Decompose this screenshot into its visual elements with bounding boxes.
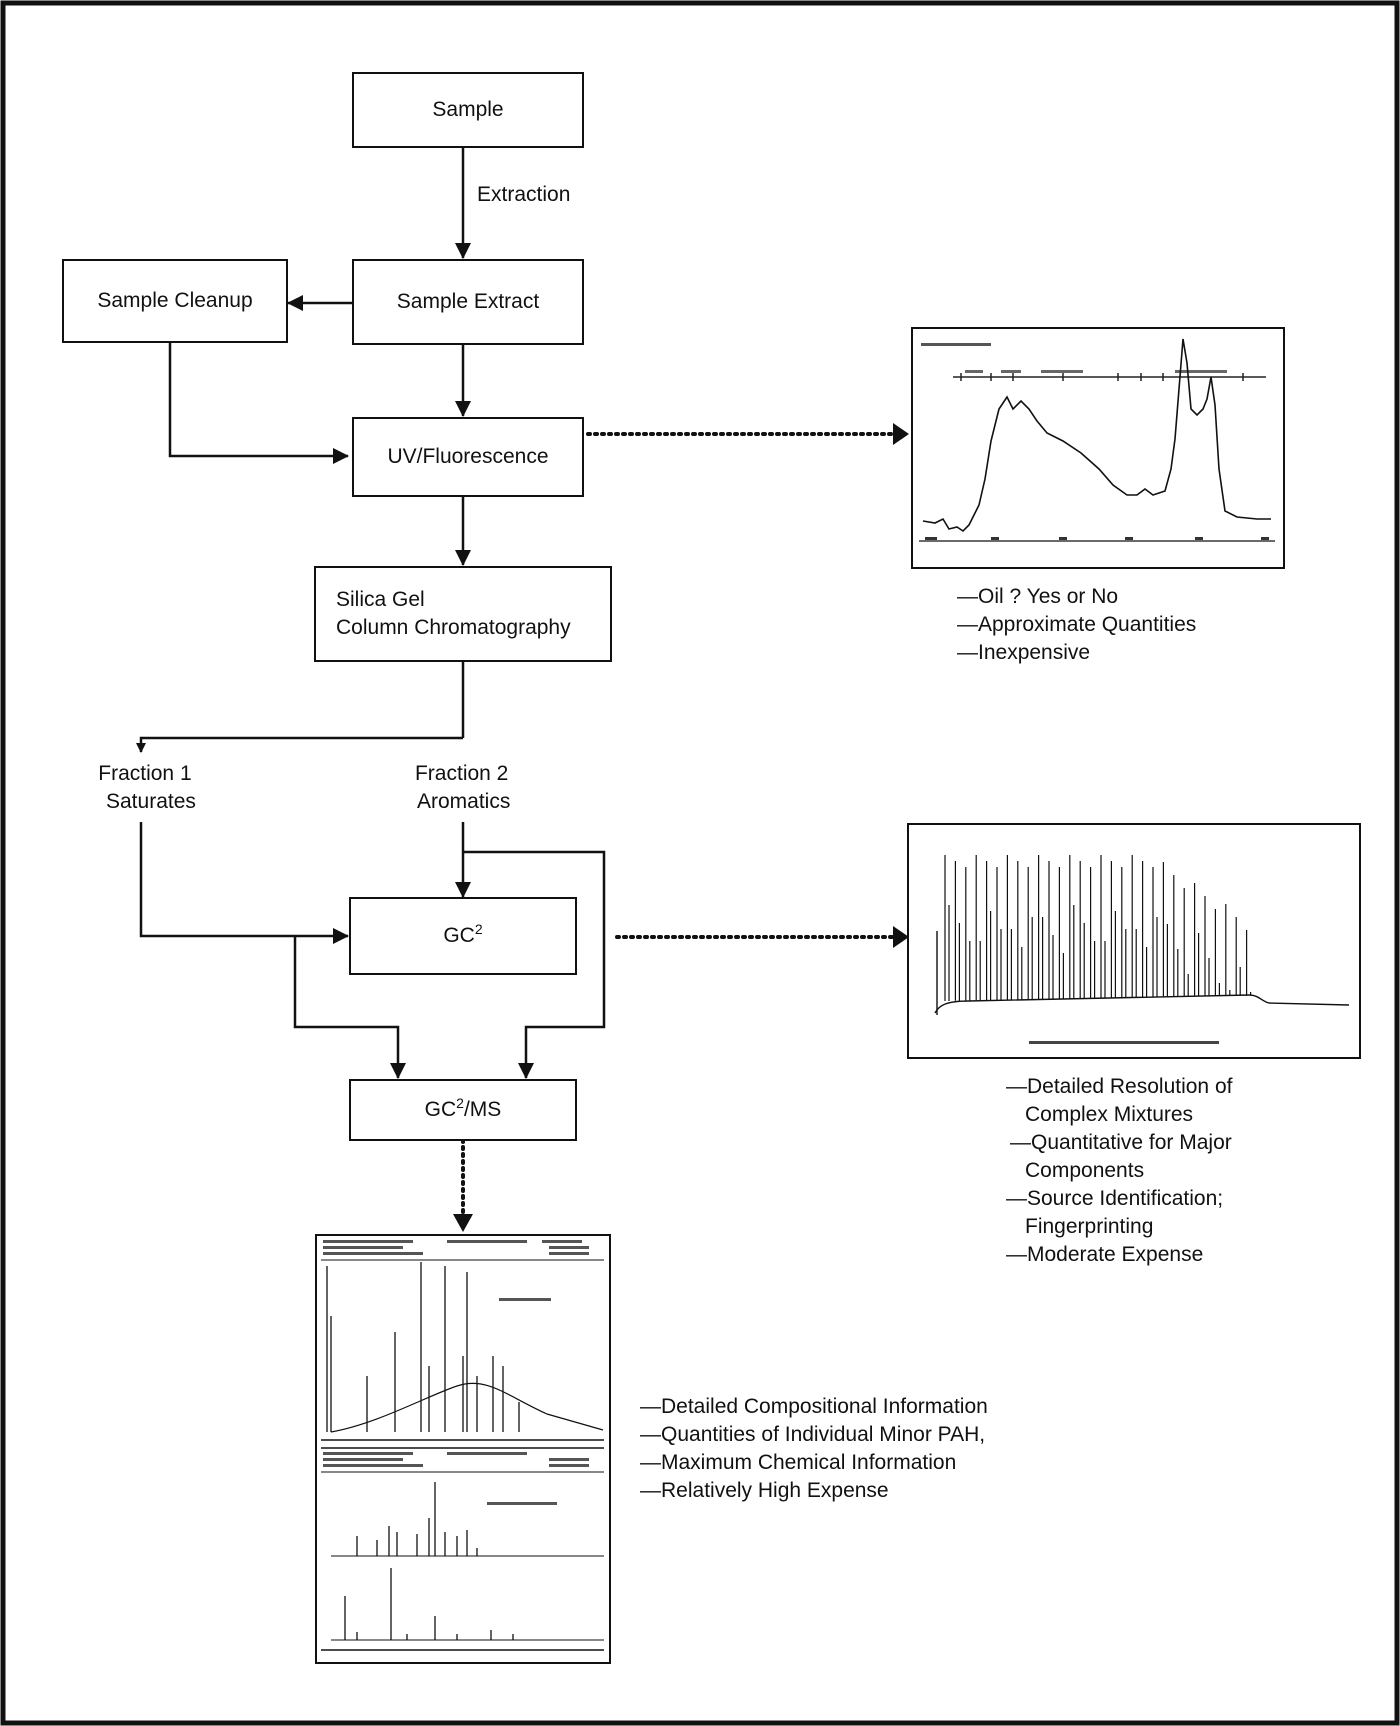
uv-spectrum-image (911, 327, 1285, 569)
column-chromatography-label: Column Chromatography (336, 616, 571, 639)
uv-spectrum-curve (922, 338, 1271, 533)
gc2-note-5: —Source Identification; (1006, 1187, 1224, 1210)
sample-extract-label: Sample Extract (396, 289, 540, 313)
gc2-chromatogram-plot (934, 855, 1350, 1044)
uv-spectrum-plot (919, 338, 1275, 542)
uv-note-3: —Inexpensive (957, 641, 1091, 664)
fraction2-title: Fraction 2 (414, 762, 509, 785)
sample-cleanup-label: Sample Cleanup (97, 288, 253, 312)
gcms-top-peaks (326, 1262, 520, 1432)
sample-cleanup-box: Sample Cleanup (62, 259, 288, 343)
gcms-base: GC (424, 1097, 457, 1121)
gc2-sup: 2 (474, 920, 483, 937)
gc2-base: GC (443, 923, 475, 947)
gcms-note-2: —Quantities of Individual Minor PAH, (640, 1423, 986, 1446)
gcms-sup: 2 (456, 1094, 464, 1111)
gcms-note-3: —Maximum Chemical Information (640, 1451, 957, 1474)
gcms-suffix: /MS (463, 1097, 502, 1121)
uv-notes: —Oil ? Yes or No —Approximate Quantities… (957, 583, 1196, 667)
fraction2-label: Fraction 2 Aromatics (413, 760, 510, 817)
silica-gel-label: Silica Gel (336, 587, 425, 611)
dotted-uv-arrowhead (893, 423, 909, 445)
gc2-note-1: —Detailed Resolution of (1006, 1075, 1233, 1098)
silica-gel-box: Silica Gel Column Chromatography (314, 566, 612, 662)
gc2-chromatogram-image (907, 823, 1361, 1059)
sample-extract-box: Sample Extract (352, 259, 584, 345)
gcms-bottom-peaks (344, 1568, 514, 1640)
gcms-chromatogram-plot (321, 1240, 604, 1651)
gcms-note-1: —Detailed Compositional Information (640, 1395, 988, 1418)
gc2-box: GC2 (349, 897, 577, 975)
dotted-gcms-arrowhead (453, 1214, 473, 1232)
gc2-note-7: —Moderate Expense (1006, 1243, 1204, 1266)
fraction1-subtitle: Saturates (106, 790, 196, 814)
gcms-chromatogram-image (315, 1234, 611, 1664)
gc2-notes: —Detailed Resolution of Complex Mixtures… (1006, 1073, 1232, 1269)
arrow-to-fraction1 (136, 736, 463, 753)
gcms-notes: —Detailed Compositional Information —Qua… (640, 1393, 988, 1505)
arrow-cleanup-to-uv (168, 341, 349, 464)
gcms-note-4: —Relatively High Expense (640, 1479, 889, 1502)
fraction1-label: Fraction 1 Saturates (94, 760, 196, 817)
gc2-note-2: Complex Mixtures (1025, 1103, 1194, 1126)
gcms-mid-peaks (356, 1482, 478, 1556)
uv-note-1: —Oil ? Yes or No (957, 585, 1119, 608)
arrow-gc2-to-gcms (293, 936, 406, 1079)
uv-fluorescence-box: UV/Fluorescence (352, 417, 584, 497)
gcms-label: GC2/MS (424, 1094, 502, 1124)
gcms-box: GC2/MS (349, 1079, 577, 1141)
gc2-note-6: Fingerprinting (1025, 1215, 1154, 1238)
fraction1-title: Fraction 1 (98, 762, 192, 785)
gc2-note-3: —Quantitative for Major (1010, 1131, 1232, 1154)
dotted-gc2-arrowhead (893, 926, 909, 948)
uv-fluorescence-label: UV/Fluorescence (387, 444, 549, 468)
gc2-peaks (944, 855, 1252, 1001)
gc2-note-4: Components (1025, 1159, 1145, 1182)
extraction-label: Extraction (477, 183, 571, 206)
sample-box: Sample (352, 72, 584, 148)
fraction2-subtitle: Aromatics (417, 790, 511, 814)
gc2-label: GC2 (443, 920, 483, 950)
arrow-fraction2-to-gcms (463, 850, 606, 1079)
uv-note-2: —Approximate Quantities (957, 613, 1197, 636)
arrow-fraction1-to-gc2 (139, 822, 349, 944)
sample-label: Sample (432, 97, 504, 121)
